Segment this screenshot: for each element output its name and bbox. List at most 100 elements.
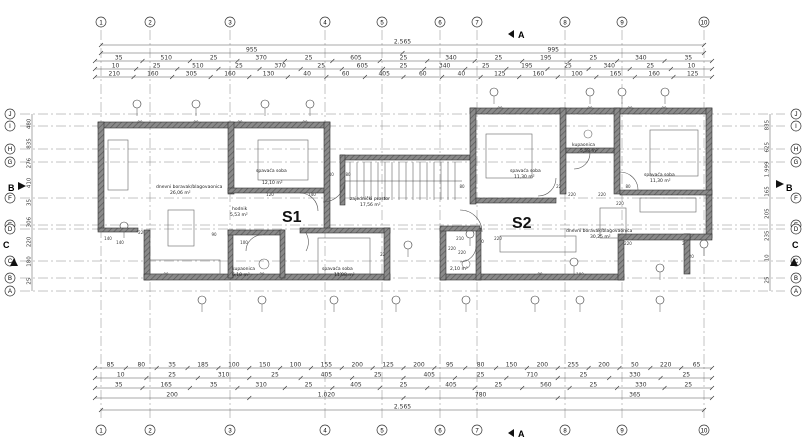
axis-bubble (4, 156, 16, 168)
dim-tick (175, 66, 180, 72)
axis-bubble (4, 192, 16, 204)
toilet-left (258, 258, 270, 270)
axis-bubble (559, 16, 571, 28)
section-label-b-right: B (786, 183, 793, 193)
dim-tick (370, 365, 375, 371)
dim-label: 510 (192, 63, 204, 70)
axis-label: J (795, 112, 798, 118)
bed-left (257, 139, 309, 181)
dim-label: 205 (765, 208, 771, 219)
dim-tick (709, 66, 715, 72)
axis-bubble (790, 192, 802, 204)
furniture (107, 129, 699, 275)
dim-label: 25 (168, 372, 176, 379)
opening-dim-label: 90 (211, 232, 217, 237)
axis-bubble (698, 16, 710, 28)
axis-bubble (434, 16, 446, 28)
dim-label: 210 (109, 71, 121, 78)
dim-tick (555, 365, 560, 371)
dim-label: 340 (445, 55, 457, 62)
dim-label: 25 (153, 63, 161, 70)
axis-bubble (698, 424, 710, 436)
door-bed-right-1 (537, 177, 557, 197)
dim-label: 25 (235, 63, 243, 70)
section-arrow-b-right (776, 180, 784, 188)
axis-bubble (790, 143, 802, 155)
room-area: 5,53 m² (230, 212, 248, 218)
axis-label: I (9, 124, 11, 130)
door-entrance-right (459, 209, 483, 233)
dim-tick (92, 385, 98, 391)
dim-label: 40 (458, 71, 466, 78)
dim-tick (339, 66, 345, 72)
wall-left-lower-outer (143, 229, 151, 281)
dim-label: 85 (107, 362, 115, 369)
dim-tick (709, 395, 715, 401)
dim-label: 25 (482, 63, 490, 70)
axis-markers: 1122334455667788991010JJIIHHGGFFEEDDCCBB… (4, 16, 802, 436)
dim-label: 605 (357, 63, 369, 70)
dim-label: 35 (115, 382, 123, 389)
axis-label: 1 (99, 429, 103, 435)
axis-bubble (4, 120, 16, 132)
dining-table-left (167, 209, 195, 247)
dim-label: 220 (27, 236, 33, 247)
dim-label: 150 (506, 362, 518, 369)
wall-bath-top (227, 229, 285, 236)
wall-right-left (469, 107, 477, 205)
wall-right-outer (705, 107, 713, 239)
dim-tick (257, 66, 262, 72)
dim-tick (709, 74, 715, 80)
dim-label: 25 (374, 372, 382, 379)
wall-stair-left (339, 154, 346, 206)
dim-tick (140, 58, 145, 64)
dim-tick (555, 74, 560, 80)
unit-label-s1: S1 (282, 209, 302, 226)
dim-tick (709, 365, 715, 371)
window-marker (132, 99, 142, 109)
dim-label: 155 (321, 362, 333, 369)
sofa-left (107, 139, 129, 191)
section-arrow-a-bottom (508, 429, 514, 437)
dim-label: 995 (548, 47, 560, 54)
section-arrow-c-left (10, 258, 18, 266)
axis-label: D (8, 227, 13, 233)
axis-label: 5 (380, 429, 384, 435)
dim-tick (247, 395, 252, 401)
axis-label: 10 (701, 429, 708, 435)
dim-label: 165 (765, 186, 771, 197)
window-marker (585, 87, 595, 97)
dim-tick (282, 385, 288, 391)
dim-tick (425, 58, 430, 64)
axis-label: C (8, 259, 13, 265)
walls (97, 107, 713, 281)
axis-bubble (790, 272, 802, 284)
dim-label: 165 (610, 71, 622, 78)
axis-bubble (790, 156, 802, 168)
wall-bed2-right (383, 227, 391, 281)
axis-bubble (144, 16, 156, 28)
dim-label: 25 (271, 372, 279, 379)
wall-wc-right (475, 227, 482, 281)
wall-bedroom-bottom (227, 187, 327, 194)
dim-label: 25 (590, 382, 598, 389)
dim-tick (472, 58, 477, 64)
dim-label: 835 (27, 138, 33, 149)
dim-tick (671, 74, 676, 80)
dim-label: 200 (413, 362, 425, 369)
dim-label: 125 (494, 71, 506, 78)
axis-label: 3 (228, 21, 232, 27)
wall-bed2-top (299, 227, 391, 234)
dim-label: 95 (446, 362, 454, 369)
dim-tick (504, 375, 509, 381)
door-bath-right (573, 152, 591, 170)
dim-tick (701, 50, 707, 56)
window-marker (660, 87, 670, 97)
room-name: spavaća soba (644, 171, 675, 178)
room-name: dnevni boravak/blagovaonica (156, 184, 223, 190)
opening-dim-label: 80 (345, 172, 351, 177)
dim-tick (709, 375, 715, 381)
dim-label: 10 (765, 254, 771, 261)
opening-dim-label: 140 (116, 240, 124, 245)
opening-dim-label: 220 (458, 250, 466, 255)
